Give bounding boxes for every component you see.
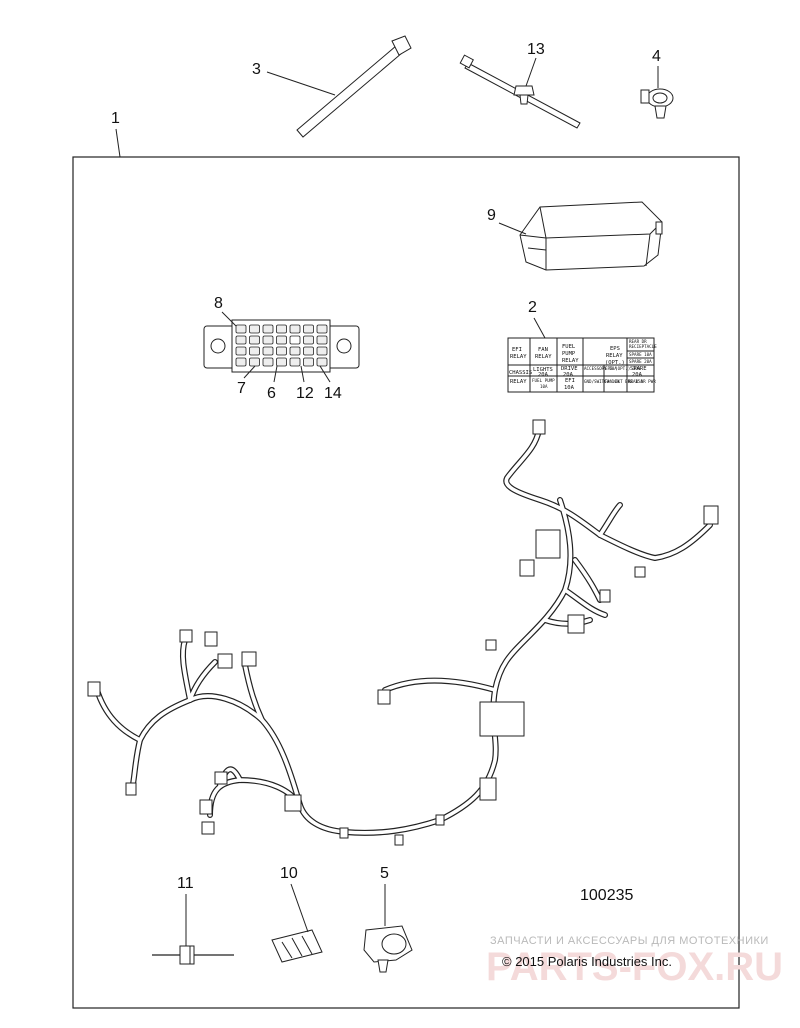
decal-lights-1: LIGHTS — [533, 367, 553, 373]
decal-rearpwr: REAR DR PWR — [628, 379, 656, 384]
callout-10: 10 — [280, 865, 298, 882]
decal-lights-2: 20A — [538, 372, 549, 378]
decal-fan-relay-2: RELAY — [535, 354, 552, 360]
fuse-cavity — [235, 346, 247, 356]
decal-spare-2: 20A — [632, 372, 643, 378]
fuse-cavity — [276, 357, 287, 367]
kit-frame — [72, 156, 740, 1009]
callout-6: 6 — [267, 385, 276, 402]
fuse-cavity — [289, 335, 301, 345]
fuse-cavity — [235, 357, 247, 367]
callout-7: 7 — [237, 380, 246, 397]
callout-12: 12 — [296, 385, 314, 402]
decal-rear-2: RECIEPTACLE — [629, 344, 657, 349]
fuse-cavity — [249, 335, 260, 345]
decal-chassis-2: RELAY — [510, 379, 527, 385]
decal-gndswitch: GND/SWITCH 10A — [584, 379, 620, 384]
decal-efi-relay-1: EFI — [512, 347, 522, 353]
fuse-cavity — [316, 346, 328, 356]
fuse-label-decal: EFI RELAY FAN RELAY FUEL PUMP RELAY EPS … — [507, 337, 657, 393]
decal-fuel-1: FUEL — [562, 344, 576, 350]
callout-13: 13 — [527, 41, 545, 58]
push-mount-cable-tie-icon — [459, 54, 581, 129]
fuse-cavity — [249, 324, 260, 334]
callout-3: 3 — [252, 61, 261, 78]
fuse-cavity — [249, 357, 260, 367]
fuse-box-cover-icon — [519, 201, 663, 271]
fuse-cavity — [235, 335, 247, 345]
decal-drive-2: 20A — [563, 372, 574, 378]
watermark-logo: PARTS-FOX.RU — [486, 945, 783, 989]
decal-fuel-2: PUMP — [562, 351, 576, 357]
decal-spare-10: SPARE 10A — [629, 352, 652, 357]
fuse-cavity — [316, 335, 328, 345]
decal-eps-opt: EPS (OPT.) 30A — [605, 366, 641, 371]
fuse-cavity — [289, 346, 301, 356]
callout-8: 8 — [214, 295, 223, 312]
fuse-cavity — [303, 335, 314, 345]
terminal-icon — [271, 929, 323, 963]
fuse-cavity — [303, 346, 314, 356]
fuse-cavity — [262, 335, 274, 345]
decal-efi-fuse-1: EFI — [565, 378, 575, 384]
fuse-cavity — [303, 357, 314, 367]
fuse-cavity — [289, 324, 301, 334]
decal-eps-2: RELAY — [606, 353, 623, 359]
callout-2: 2 — [528, 299, 537, 316]
fuse-cavity — [235, 324, 247, 334]
callout-5: 5 — [380, 865, 389, 882]
decal-fuelpump-fuse-2: 10A — [540, 384, 548, 389]
fuse-cavity — [276, 324, 287, 334]
callout-14: 14 — [324, 385, 342, 402]
fuse-cavity — [303, 324, 314, 334]
callout-9: 9 — [487, 207, 496, 224]
cable-tie-icon — [296, 35, 412, 138]
diode-icon — [152, 945, 234, 965]
fuse-cavity — [249, 346, 260, 356]
decal-spare-1: SPARE — [630, 366, 647, 372]
decal-fuelpump-fuse-1: FUEL PUMP — [532, 378, 555, 383]
wiring-harness-icon — [87, 419, 719, 846]
connector-icon — [363, 925, 413, 973]
decal-spare-20a: SPARE 20A — [629, 359, 652, 364]
decal-fuel-3: RELAY — [562, 358, 579, 364]
decal-chassis-1: CHASSIS — [509, 370, 532, 376]
callout-4: 4 — [652, 48, 661, 65]
decal-eps-1: EPS — [610, 346, 620, 352]
callout-11: 11 — [177, 875, 194, 892]
fuse-cavity — [262, 346, 274, 356]
fuse-cavity — [262, 324, 274, 334]
diagram-part-code: 100235 — [580, 887, 633, 904]
harness-clip-icon — [640, 88, 674, 119]
decal-fanckt: FAN CKT BKR 15A — [605, 379, 643, 384]
decal-efi-fuse-2: 10A — [564, 385, 575, 391]
decal-efi-relay-2: RELAY — [510, 354, 527, 360]
decal-rear-1: REAR DR — [629, 339, 647, 344]
decal-fan-relay-1: FAN — [538, 347, 548, 353]
decal-drive-1: DRIVE — [561, 366, 578, 372]
fuse-relay-box-icon — [203, 319, 360, 373]
callout-1: 1 — [111, 110, 120, 127]
fuse-cavity — [276, 346, 287, 356]
copyright: © 2015 Polaris Industries Inc. — [502, 954, 672, 969]
fuse-cavity — [262, 357, 274, 367]
decal-eps-3: (OPT.) — [605, 360, 625, 366]
fuse-cavity — [276, 335, 287, 345]
watermark-text: ЗАПЧАСТИ И АКСЕССУАРЫ ДЛЯ МОТОТЕХНИКИ — [490, 935, 769, 947]
fuse-cavity — [316, 324, 328, 334]
decal-accessory: ACCESSORY 20A — [584, 366, 617, 371]
fuse-cavity — [316, 357, 328, 367]
fuse-cavity — [289, 357, 301, 367]
